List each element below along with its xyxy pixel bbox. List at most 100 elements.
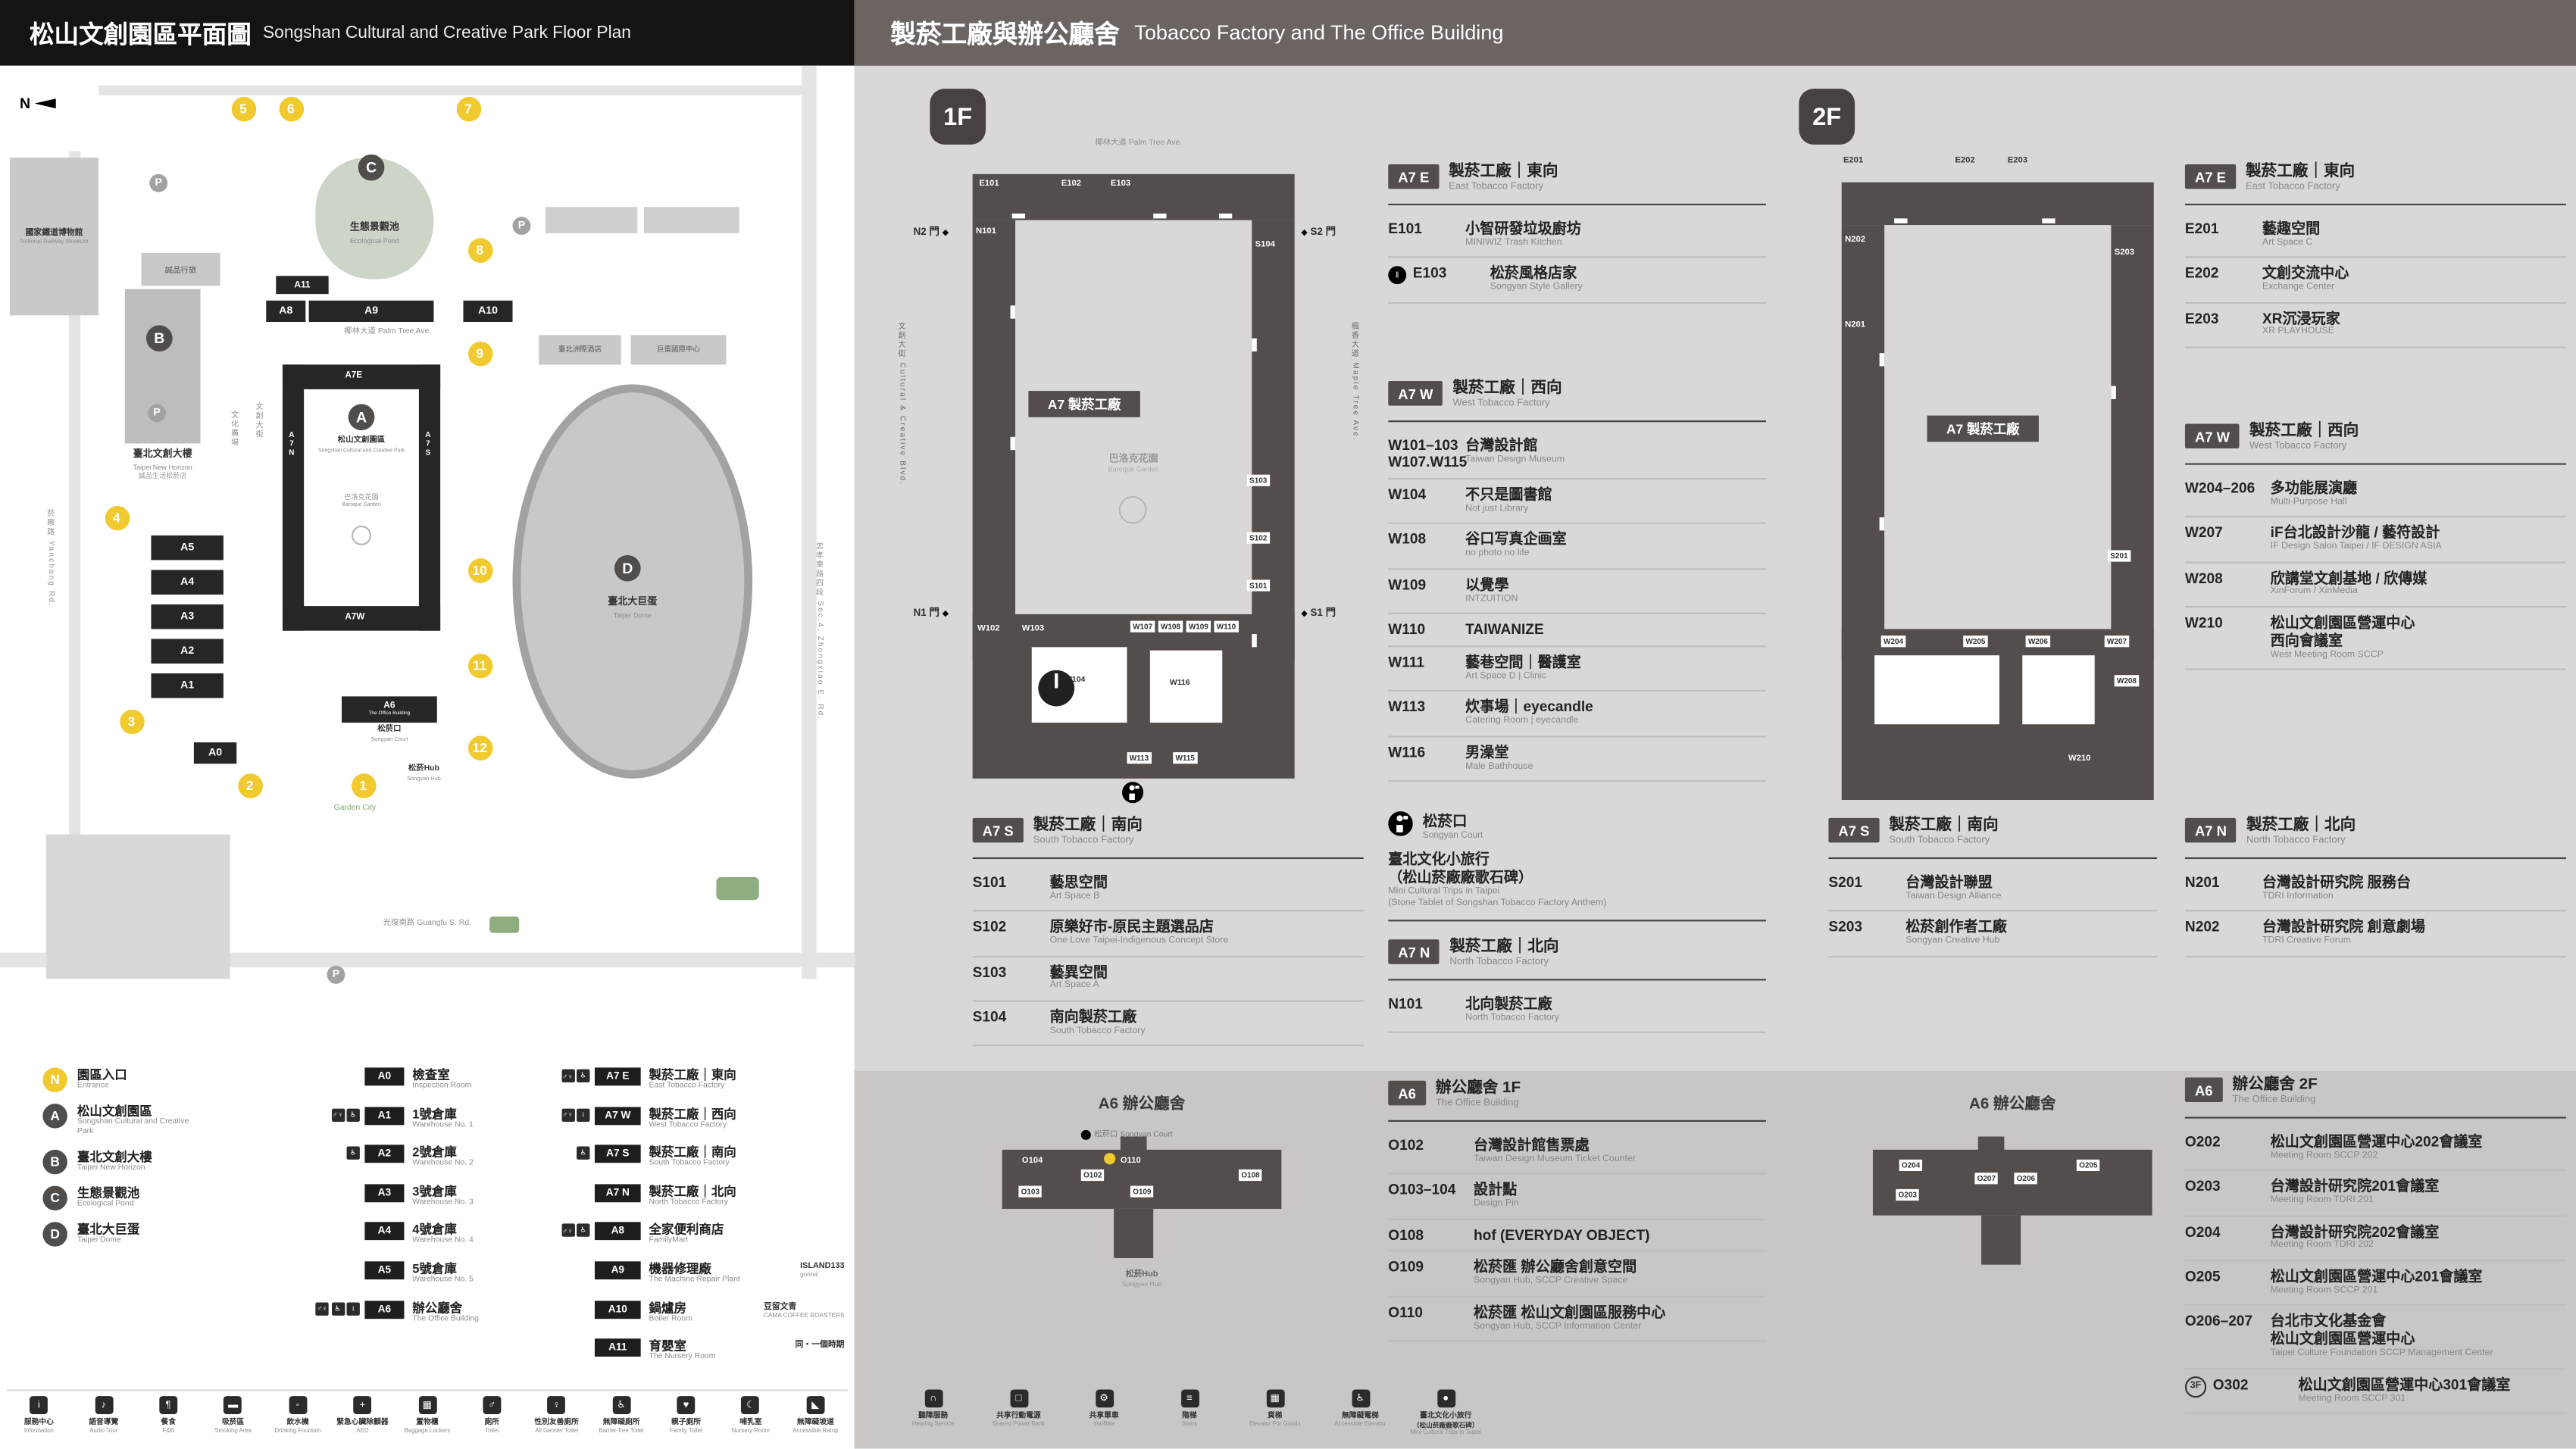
facility-en: Hearing Service bbox=[911, 1419, 955, 1427]
facility-item: ♥ 親子廁所 Family Toilet bbox=[654, 1396, 718, 1434]
legend-marker: A bbox=[42, 1104, 67, 1129]
gate-marker-icon: ◆ bbox=[942, 609, 949, 620]
icc-hotel-label: 臺北洲際酒店 bbox=[558, 345, 602, 354]
tenant-en: Meeting Room SCCP 202 bbox=[2270, 1151, 2378, 1161]
legend-building-badge: A0 bbox=[364, 1067, 405, 1086]
legend-place-en: Taipei New Horizon bbox=[77, 1164, 145, 1173]
tenant-en: Songyan Hub, SCCP Information Center bbox=[1474, 1322, 1642, 1332]
tenant-en: MINIWIZ Trash Kitchen bbox=[1465, 237, 1562, 248]
legend-place-row: A 松山文創園區 Songshan Cultural and Creative … bbox=[42, 1104, 289, 1138]
map-label-a7w: A7W bbox=[345, 612, 365, 623]
accessible-icon: ♿ bbox=[346, 1107, 360, 1122]
facility-zh: 親子廁所 bbox=[671, 1417, 702, 1426]
icc-hotel-block: 臺北洲際酒店 bbox=[539, 335, 621, 365]
facility-en: Accessible Elevator bbox=[1334, 1419, 1386, 1427]
tenant-en: Multi-Purpose Hall bbox=[2270, 497, 2347, 507]
room-label-e201: E201 bbox=[1843, 155, 1864, 167]
map-block-a9: A9 bbox=[308, 300, 434, 323]
legend-building-row: ♂♀i A7 W 製菸工廠｜西向 West Tobacco Factory bbox=[561, 1106, 845, 1132]
palm-ave-label: 椰林大道 Palm Tree Ave. bbox=[289, 325, 486, 337]
parking-icon: P bbox=[149, 173, 168, 192]
tenant-zh: hof (EVERYDAY OBJECT) bbox=[1474, 1226, 1650, 1243]
door-mark bbox=[1879, 517, 1885, 531]
tenant-zh: 台北市文化基金會 bbox=[2270, 1313, 2387, 1329]
room-code: E103 bbox=[1412, 264, 1447, 282]
room-code: E203 bbox=[2184, 309, 2219, 326]
facility-item: ♪ 語音導覽 Audio Tour bbox=[71, 1396, 136, 1434]
door-mark bbox=[1218, 213, 1233, 219]
legend-building-zh: 製菸工廠｜西向 bbox=[649, 1106, 736, 1122]
tenant-zh: 南向製菸工廠 bbox=[1049, 1008, 1137, 1025]
pond-en: Ecological Pond bbox=[349, 236, 399, 245]
tenant-zh: 以覺學 bbox=[1465, 576, 1509, 592]
a6-main-bar bbox=[1002, 1149, 1282, 1209]
room-label-w110: W110 bbox=[1214, 620, 1239, 632]
room-label-w107: W107 bbox=[1130, 620, 1155, 632]
facility-zh: 無障礙廁所 bbox=[602, 1417, 640, 1426]
tenant-zh: 多功能展演廳 bbox=[2270, 479, 2358, 496]
directory-row: O108 hof (EVERYDAY OBJECT) bbox=[1388, 1219, 1766, 1253]
tenant-zh: 小智研發垃圾廚坊 bbox=[1465, 219, 1581, 236]
facility-zh: 吸菸區 bbox=[221, 1417, 245, 1426]
a6-plan-title-2f: A6 辦公廳舍 bbox=[1968, 1095, 2056, 1114]
section-en: South Tobacco Factory bbox=[1889, 835, 1990, 846]
gate-n2: N2 門 ◆ bbox=[913, 226, 949, 239]
legend-buildings-b: ♂♀♿ A7 E 製菸工廠｜東向 East Tobacco Factory ♂♀… bbox=[561, 1067, 845, 1377]
facility-en: Stairs bbox=[1181, 1419, 1197, 1427]
plan1f-west-wing bbox=[972, 220, 1016, 660]
court-name-en: Songyan Court bbox=[1422, 831, 1483, 842]
tenant-en: Exchange Center bbox=[2262, 283, 2335, 293]
taipei-dome-shape bbox=[512, 384, 753, 779]
section-badge: A7 E bbox=[1388, 164, 1440, 189]
legend-building-en: Warehouse No. 2 bbox=[412, 1160, 474, 1169]
facility-en: Nursery Room bbox=[731, 1426, 771, 1434]
room-label-o204: O204 bbox=[1899, 1159, 1923, 1170]
room-code: S104 bbox=[972, 1008, 1007, 1025]
a7e-bar bbox=[282, 364, 441, 389]
legend-tenant-note: 豆留文青 CAMA COFFEE ROASTERS bbox=[764, 1300, 845, 1319]
legend-place-row: N 園區入口 Entrance bbox=[42, 1067, 289, 1092]
map-label-a7s: A7S bbox=[424, 430, 433, 457]
section-zh: 製菸工廠｜北向 bbox=[2246, 816, 2356, 835]
section-zh: 製菸工廠｜北向 bbox=[1449, 938, 1559, 956]
tenant-en: Songyan Creative Hub bbox=[1905, 936, 2000, 947]
legend-facility-icons: ♂♀♿ bbox=[561, 1224, 590, 1238]
facility-item: ◣ 無障礙坡道 Accessible Ramp bbox=[783, 1396, 848, 1434]
plan1f-east-wing bbox=[1252, 220, 1295, 660]
legend-place-en: Ecological Pond bbox=[77, 1201, 134, 1210]
facility-item: ▦ 貨梯 Elevator For Goods bbox=[1232, 1389, 1318, 1427]
section-zh: 製菸工廠｜東向 bbox=[2245, 162, 2356, 181]
legend-building-en: East Tobacco Factory bbox=[649, 1082, 725, 1091]
green-area bbox=[489, 916, 520, 933]
facility-en: Information bbox=[23, 1426, 54, 1434]
legend-building-zh: 鍋爐房 bbox=[649, 1300, 686, 1315]
room-code: O302 bbox=[2212, 1376, 2249, 1393]
tenant-zh: 炊事場｜eyecandle bbox=[1465, 698, 1593, 716]
facility-zh: 無障礙坡道 bbox=[796, 1417, 834, 1426]
plan2f-north-wing bbox=[1841, 182, 2154, 226]
legend-facility-icons: ♿ bbox=[346, 1146, 360, 1160]
accessible-icon: ♿ bbox=[577, 1069, 590, 1082]
tenant-zh2: 西向會議室 bbox=[2270, 632, 2343, 649]
pond-label: 生態景觀池 Ecological Pond bbox=[312, 223, 437, 245]
right-title-zh: 製菸工廠與辦公廳舍 bbox=[890, 21, 1120, 50]
facility-item: ¶ 餐食 F&B bbox=[136, 1396, 201, 1434]
tenant-en: Songyan Style Gallery bbox=[1490, 283, 1583, 293]
hub-zh: 松菸Hub bbox=[408, 765, 439, 774]
tour-guide-icon bbox=[1121, 782, 1144, 811]
new-horizon-zh: 臺北文創大樓 bbox=[133, 450, 192, 461]
railway-museum-en: National Railway Museum bbox=[20, 238, 89, 245]
road-top bbox=[98, 85, 805, 95]
section-badge: A6 bbox=[2184, 1077, 2223, 1102]
legend-building-zh: 製菸工廠｜南向 bbox=[649, 1145, 736, 1160]
room-label-s103: S103 bbox=[1246, 474, 1270, 486]
